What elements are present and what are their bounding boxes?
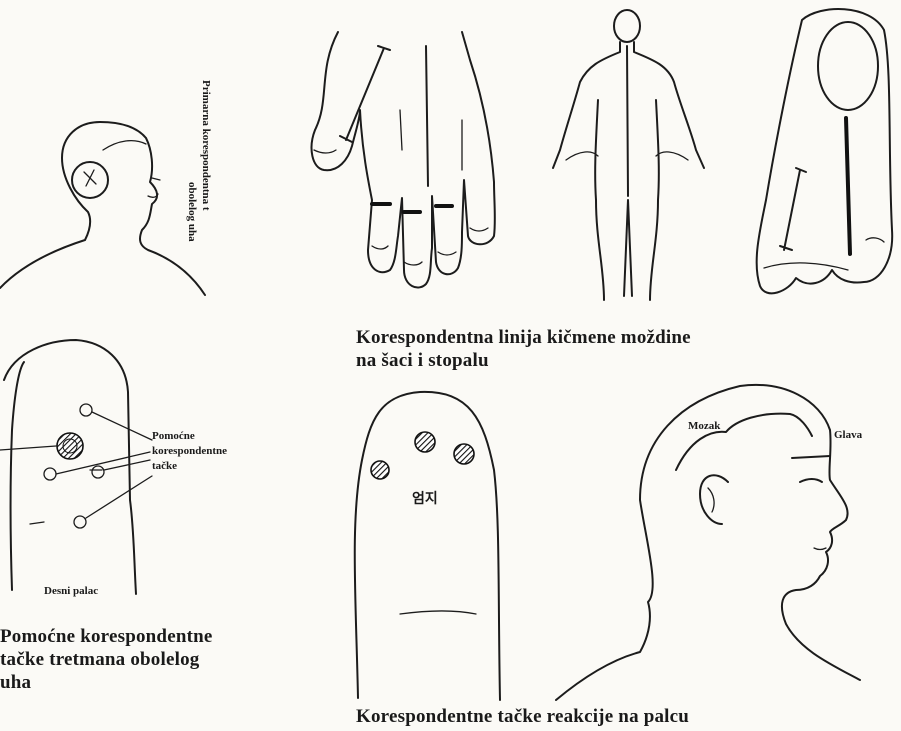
ear-primary-label: Primarna korespondentna t (200, 80, 212, 211)
thumb-aux-illustration (0, 340, 152, 594)
reaction-caption: Korespondentne tačke reakcije na palcu (356, 705, 689, 728)
aux-caption-line3: uha (0, 671, 31, 694)
head-ear-illustration (0, 122, 205, 295)
thumb-tip-illustration (355, 392, 500, 700)
spine-caption-line2: na šaci i stopalu (356, 349, 489, 372)
brain-label: Mozak (688, 420, 720, 432)
spine-caption-line1: Korespondentna linija kičmene moždine (356, 326, 691, 349)
head-profile-illustration (556, 385, 860, 700)
foot-illustration (757, 9, 893, 293)
aux-caption-line1: Pomoćne korespondentne (0, 625, 213, 648)
aux-label-2: korespondentne (152, 445, 227, 457)
aux-label-1: Pomoćne (152, 430, 195, 442)
hand-illustration (312, 32, 495, 288)
ear-secondary-label: obolelog uha (186, 182, 198, 242)
aux-label-3: tačke (152, 460, 177, 472)
head-label: Glava (834, 429, 862, 441)
aux-caption-line2: tačke tretmana obolelog (0, 648, 200, 671)
right-thumb-label: Desni palac (44, 585, 98, 597)
body-illustration (553, 10, 704, 300)
thumb-korean-label: 엄지 (412, 488, 438, 508)
